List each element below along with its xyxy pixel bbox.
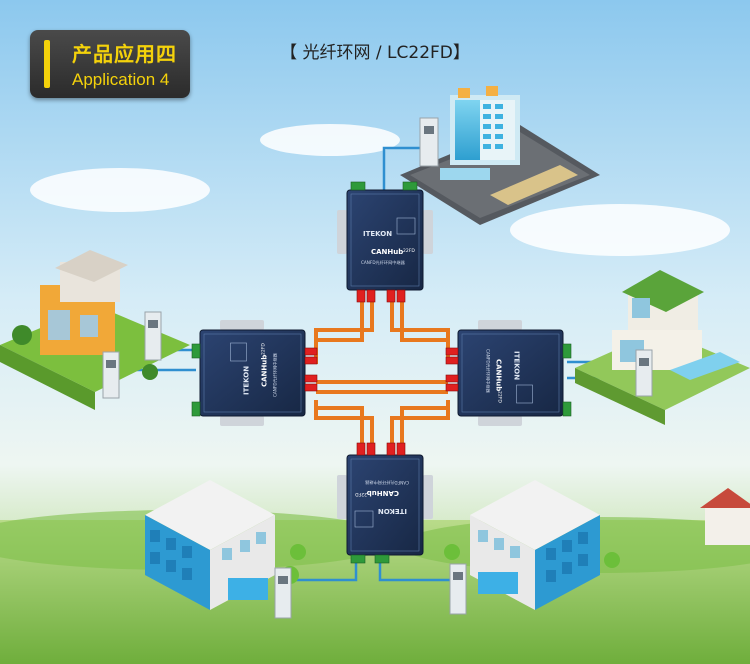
section-badge: 产品应用四 Application 4 — [30, 30, 190, 98]
fiber-link — [314, 400, 364, 448]
fiber-link — [400, 300, 450, 355]
device-model-label: CANHub — [371, 248, 403, 256]
charging-pile — [274, 567, 292, 619]
terminal-block — [562, 343, 572, 359]
device-suffix-label: 22FD — [355, 491, 367, 497]
fiber-connector — [445, 356, 459, 365]
diagram-heading: 【 光纤环网 / LC22FD】 — [280, 43, 470, 63]
badge-title-cn: 产品应用四 — [72, 42, 177, 66]
fiber-link — [390, 408, 450, 448]
device-desc-label: CANFD光纤环网中继器 — [364, 479, 409, 486]
cable — [378, 562, 455, 582]
fiber-connector — [366, 289, 376, 303]
bottom-left-office — [145, 480, 306, 610]
fiber-link — [400, 400, 450, 448]
device-body — [199, 329, 306, 417]
badge-title-en: Application 4 — [72, 70, 170, 89]
clouds — [30, 124, 730, 256]
fiber-link — [314, 300, 374, 364]
device-brand-label: ITEKON — [513, 351, 521, 380]
terminal-block — [562, 401, 572, 417]
bottom-right-office — [444, 480, 620, 610]
device-brand-label: ITEKON — [378, 507, 407, 515]
charging-pile — [419, 117, 439, 167]
fiber-link — [314, 408, 374, 448]
fiber-connector — [304, 374, 318, 383]
fiber-connector — [304, 383, 318, 392]
fiber-links — [314, 300, 450, 448]
cable — [290, 562, 358, 582]
charging-pile — [449, 563, 467, 615]
fiber-connector — [445, 347, 459, 356]
terminal-block — [350, 181, 366, 191]
device-model-label: CANHub — [495, 359, 503, 391]
device-model-label: CANHub — [367, 489, 399, 497]
device-body — [457, 329, 564, 417]
device-suffix-label: 22FD — [261, 343, 267, 355]
fiber-connector — [366, 442, 376, 456]
charging-pile — [102, 351, 120, 399]
terminal-block — [402, 181, 418, 191]
fiber-connector — [445, 374, 459, 383]
charging-pile — [635, 349, 653, 397]
terminal-block — [191, 343, 201, 359]
fiber-connector — [396, 289, 406, 303]
device-suffix-label: 22FD — [497, 391, 503, 403]
right-villa — [575, 270, 750, 425]
device-body — [346, 189, 424, 291]
terminal-block — [350, 554, 366, 564]
fiber-connector — [396, 442, 406, 456]
fiber-connector — [356, 289, 366, 303]
device-brand-label: ITEKON — [363, 230, 392, 238]
fiber-connector — [445, 383, 459, 392]
device-suffix-label: 22FD — [403, 248, 415, 254]
badge-accent-bar — [44, 40, 50, 88]
device-desc-label: CANFD光纤环网中继器 — [361, 259, 406, 266]
fiber-connector — [386, 289, 396, 303]
background-house — [700, 488, 750, 545]
fiber-connector — [386, 442, 396, 456]
office-tower — [400, 86, 600, 225]
left-house — [0, 250, 190, 410]
device-brand-label: ITEKON — [243, 366, 251, 395]
device-desc-label: CANFD光纤环网中继器 — [485, 349, 492, 394]
charging-pile — [144, 311, 162, 361]
device-body — [346, 454, 424, 556]
terminal-block — [374, 554, 390, 564]
terminal-block — [191, 401, 201, 417]
device-desc-label: CANFD光纤环网中继器 — [272, 352, 279, 397]
fiber-connector — [304, 356, 318, 365]
cable — [382, 146, 420, 190]
fiber-connector — [304, 347, 318, 356]
device-model-label: CANHub — [261, 355, 269, 387]
fiber-connector — [356, 442, 366, 456]
